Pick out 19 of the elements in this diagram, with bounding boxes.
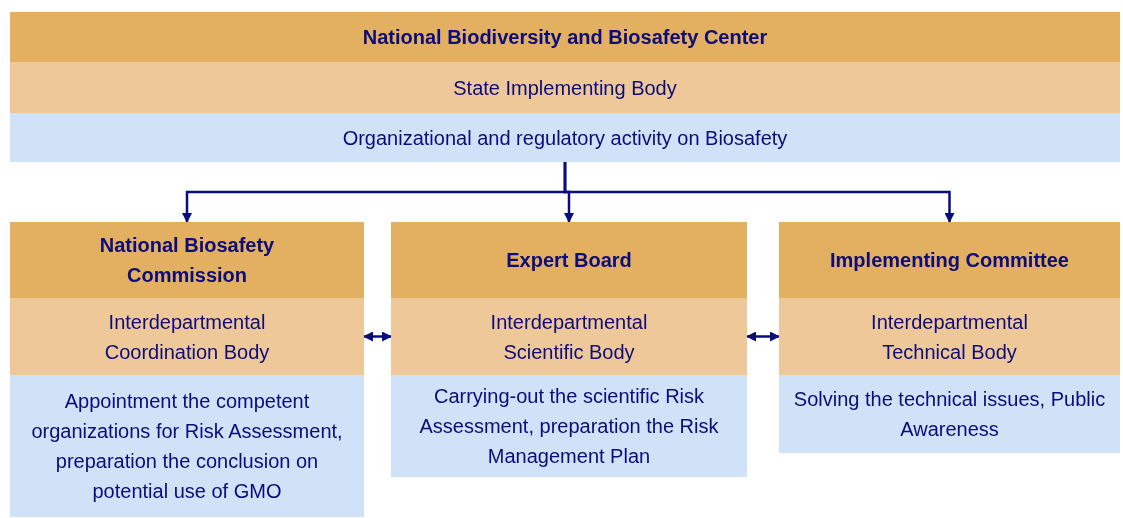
description-text: Organizational and regulatory activity on Biosafety	[342, 125, 788, 151]
subtitle-text: Interdepartmental Coordination Body	[103, 309, 271, 365]
heading-text: National Biodiversity and Biosafety Center	[362, 25, 768, 50]
arrow	[563, 162, 955, 223]
subtitle-text: Interdepartmental Scientific Body	[489, 309, 649, 365]
description-text: Carrying-out the scientific Risk Assessment, preparation the Risk Management Plan	[418, 384, 720, 469]
arrow	[746, 331, 780, 342]
heading-text: Expert Board	[506, 248, 632, 273]
heading-text: National Biosafety Commission	[98, 233, 276, 288]
organization-card	[779, 222, 1120, 453]
subtitle-text: Interdepartmental Technical Body	[870, 309, 1029, 365]
subtitle-text: State Implementing Body	[453, 75, 677, 101]
heading-text: Implementing Committee	[830, 248, 1069, 273]
description-text: Appointment the competent organizations for Risk Assessment, preparation the conclusion on potential use of GMO	[30, 389, 344, 504]
organization-card	[391, 222, 747, 477]
description-text: Solving the technical issues, Public Awareness	[792, 387, 1107, 442]
organization-card	[10, 12, 1120, 162]
organization-card	[10, 222, 364, 517]
arrow	[363, 331, 392, 342]
